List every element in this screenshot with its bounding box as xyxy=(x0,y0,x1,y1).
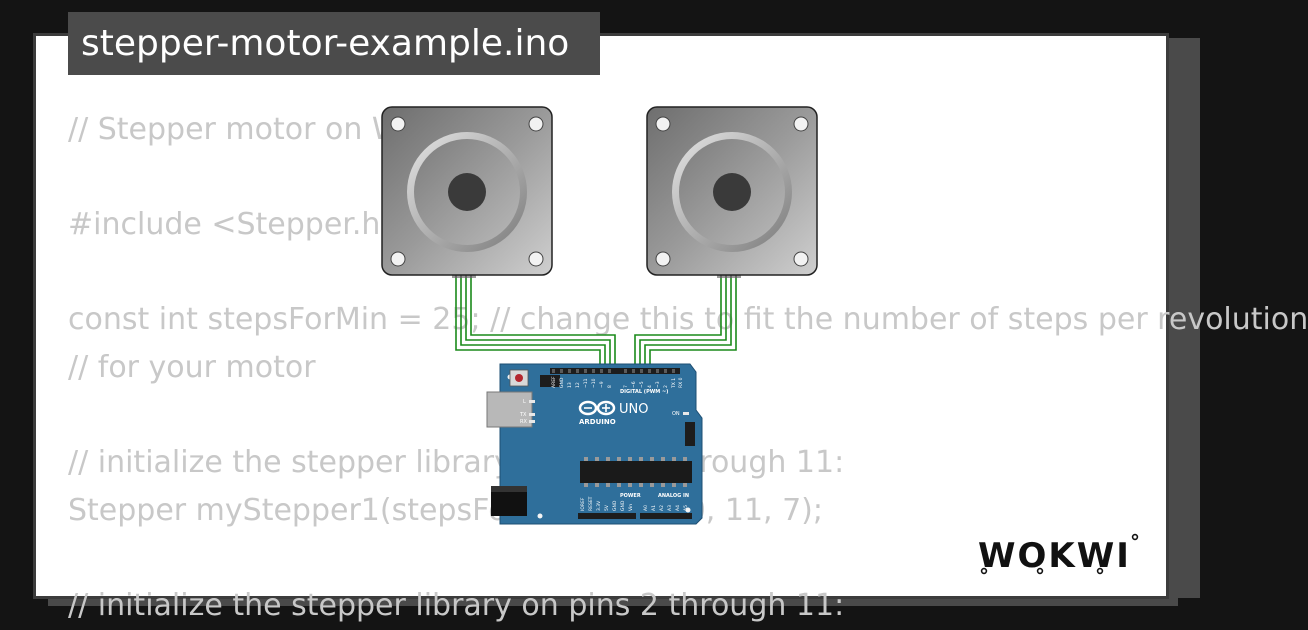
pin-label: ~5 xyxy=(639,381,645,388)
code-line: // initialize the stepper library on pin… xyxy=(68,587,845,623)
analog-pin-label: A2 xyxy=(659,505,665,511)
analog-pin-label: A5 xyxy=(683,505,689,511)
pin-label: TX 1 xyxy=(671,378,677,389)
stepper-motor-2[interactable] xyxy=(646,106,818,278)
power-pin-label: 5V xyxy=(604,504,610,511)
analog-pin-label: A0 xyxy=(643,505,649,511)
analog-pin-label: A4 xyxy=(675,505,681,511)
pin-label: ~6 xyxy=(631,381,637,388)
arduino-model-label: UNO xyxy=(619,402,648,417)
pin-label: ~9 xyxy=(599,381,605,388)
arduino-uno-board[interactable]: ARDUINO UNO DIGITAL (PWM ~) POWER ANALOG… xyxy=(486,363,703,525)
pin-label: ~11 xyxy=(583,378,589,388)
wires xyxy=(455,277,737,372)
pin-label: 13 xyxy=(567,382,573,388)
code-line: // for your motor xyxy=(68,349,316,385)
power-pin-label: RESET xyxy=(588,496,594,511)
power-pin-label: IOREF xyxy=(580,497,586,511)
pin-label: 7 xyxy=(623,385,629,388)
file-title: stepper-motor-example.ino xyxy=(68,12,600,75)
wokwi-logo: WOKWI xyxy=(978,533,1139,576)
pin-label: 4 xyxy=(647,385,653,388)
power-label: POWER xyxy=(620,493,641,499)
rx-led-label: RX xyxy=(520,419,527,425)
circuit-diagram: ARDUINO UNO DIGITAL (PWM ~) POWER ANALOG… xyxy=(381,106,818,525)
power-pin-label: GND xyxy=(620,500,626,511)
code-line: const int stepsForMin = 25; // change th… xyxy=(68,302,1308,338)
analog-pin-label: A1 xyxy=(651,505,657,511)
tx-led-label: TX xyxy=(519,412,527,418)
pin-label: ~3 xyxy=(655,381,661,388)
power-pin-label: 3.3V xyxy=(596,500,602,511)
analog-pin-label: A3 xyxy=(667,505,673,511)
stepper-motor-1[interactable] xyxy=(381,106,553,278)
arduino-logo-icon xyxy=(578,400,616,416)
pin-label: 12 xyxy=(575,382,581,388)
card-shadow xyxy=(48,596,1178,606)
pin-label: GND xyxy=(559,377,565,388)
pin-label: ~10 xyxy=(591,378,597,388)
pin-label: 8 xyxy=(607,385,613,388)
power-pin-label: Vin xyxy=(628,504,634,511)
pin-label: AREF xyxy=(551,376,557,388)
arduino-brand-label: ARDUINO xyxy=(579,418,616,426)
power-pin-label: GND xyxy=(612,500,618,511)
l-led-label: L xyxy=(523,399,526,405)
digital-pwm-label: DIGITAL (PWM ~) xyxy=(620,389,668,395)
pin-label: RX 0 xyxy=(678,377,684,388)
on-led-label: ON xyxy=(672,411,680,417)
pin-label: 2 xyxy=(663,385,669,388)
right-edge xyxy=(1168,38,1200,598)
wokwi-logo-text: WOKWI xyxy=(978,536,1131,576)
analog-in-label: ANALOG IN xyxy=(658,493,689,499)
code-line: #include <Stepper.h> xyxy=(68,207,406,243)
